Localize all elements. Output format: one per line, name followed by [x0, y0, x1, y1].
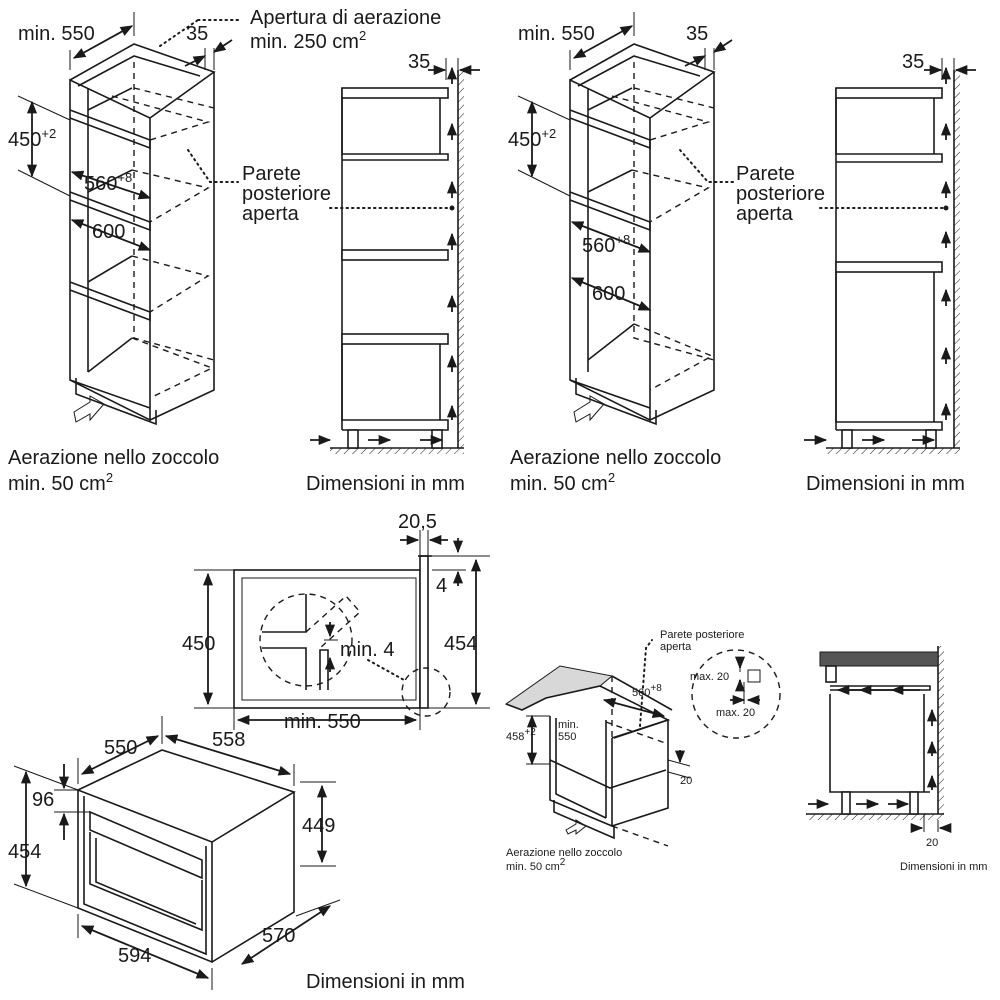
dim-96-label: 96: [32, 789, 54, 811]
rear-wall-label-line1: Parete: [242, 163, 301, 185]
height-450-label-3: 450+2: [508, 126, 556, 151]
plinth-ventilation-label: Aerazione nello zoccolo: [8, 447, 219, 469]
undercounter-side-section: 20 Dimensioni in mm: [806, 646, 987, 873]
max-20-label-b: max. 20: [716, 707, 755, 719]
gap-35-label-2: 35: [408, 51, 430, 73]
units-label-side: Dimensioni in mm: [900, 861, 987, 873]
dim-560-label-undercounter: 560+8: [632, 683, 662, 699]
dim-550-label-appliance: 550: [104, 737, 137, 759]
gap-35-label-3: 35: [686, 23, 708, 45]
rear-wall-label-line3: aperta: [242, 203, 300, 225]
height-450-label: 450+2: [8, 126, 56, 151]
side-section-diagram-4: 35 Dimensioni in mm: [804, 51, 976, 495]
dim-20-label-undercounter: 20: [680, 775, 692, 787]
dim-450-label: 450: [182, 633, 215, 655]
rear-wall-label-line2: posteriore: [242, 183, 331, 205]
dim-594-label: 594: [118, 945, 151, 967]
tall-cabinet-diagram-3: min. 550 35 450+2 560+8 600 Parete poste…: [508, 12, 825, 495]
vent-opening-area-label: min. 250 cm2: [250, 28, 366, 53]
rear-wall-label-3-line1: Parete: [736, 163, 795, 185]
units-label-2: Dimensioni in mm: [306, 473, 465, 495]
min-4-label: min. 4: [340, 639, 394, 661]
plinth-ventilation-label-3: Aerazione nello zoccolo: [510, 447, 721, 469]
dim-449-label: 449: [302, 815, 335, 837]
min-550-label-top: min. 550: [284, 711, 361, 733]
depth-600-label: 600: [92, 221, 125, 243]
dim-458-label: 458+2: [506, 727, 536, 743]
vent-opening-label: Apertura di aerazione: [250, 7, 441, 29]
dim-4-label: 4: [436, 575, 447, 597]
rear-wall-label-3-line3: aperta: [736, 203, 794, 225]
dim-558-label: 558: [212, 729, 245, 751]
dim-454-label-appliance: 454: [8, 841, 41, 863]
max-20-label-a: max. 20: [690, 671, 729, 683]
appliance-isometric: 550 558 96 449 454 594 570 Dimensioni in…: [8, 716, 465, 993]
dim-454-label: 454: [444, 633, 477, 655]
width-560-label: 560+8: [84, 170, 132, 195]
undercounter-isometric: Parete posteriore aperta 560+8 458+2 min…: [504, 629, 781, 873]
appliance-top-view: 20,5 4 450 454 min. 4 min. 550: [182, 511, 490, 733]
min-label-undercounter: min.: [558, 719, 579, 731]
dim-20-label-side: 20: [926, 837, 938, 849]
plinth-ventilation-area-label-3: min. 50 cm2: [510, 470, 615, 495]
plinth-ventilation-area-label: min. 50 cm2: [8, 470, 113, 495]
min-550-label-undercounter: 550: [558, 731, 576, 743]
side-section-diagram-2: 35 Dimensioni in mm: [306, 51, 480, 495]
gap-35-label: 35: [186, 23, 208, 45]
rear-wall-label-undercounter-line1: Parete posteriore: [660, 629, 744, 641]
plinth-area-label-undercounter: min. 50 cm2: [506, 857, 566, 873]
rear-wall-label-3-line2: posteriore: [736, 183, 825, 205]
plinth-label-undercounter: Aerazione nello zoccolo: [506, 847, 622, 859]
min-550-label: min. 550: [18, 23, 95, 45]
min-550-label-3: min. 550: [518, 23, 595, 45]
units-label-4: Dimensioni in mm: [806, 473, 965, 495]
gap-35-label-4: 35: [902, 51, 924, 73]
rear-wall-label-undercounter-line2: aperta: [660, 641, 692, 653]
width-560-label-3: 560+8: [582, 232, 630, 257]
tall-cabinet-diagram-1: min. 550 35 Apertura di aerazione min. 2…: [8, 7, 441, 495]
dim-20-5-label: 20,5: [398, 511, 437, 533]
depth-600-label-3: 600: [592, 283, 625, 305]
dim-570-label: 570: [262, 925, 295, 947]
units-label-appliance: Dimensioni in mm: [306, 971, 465, 993]
